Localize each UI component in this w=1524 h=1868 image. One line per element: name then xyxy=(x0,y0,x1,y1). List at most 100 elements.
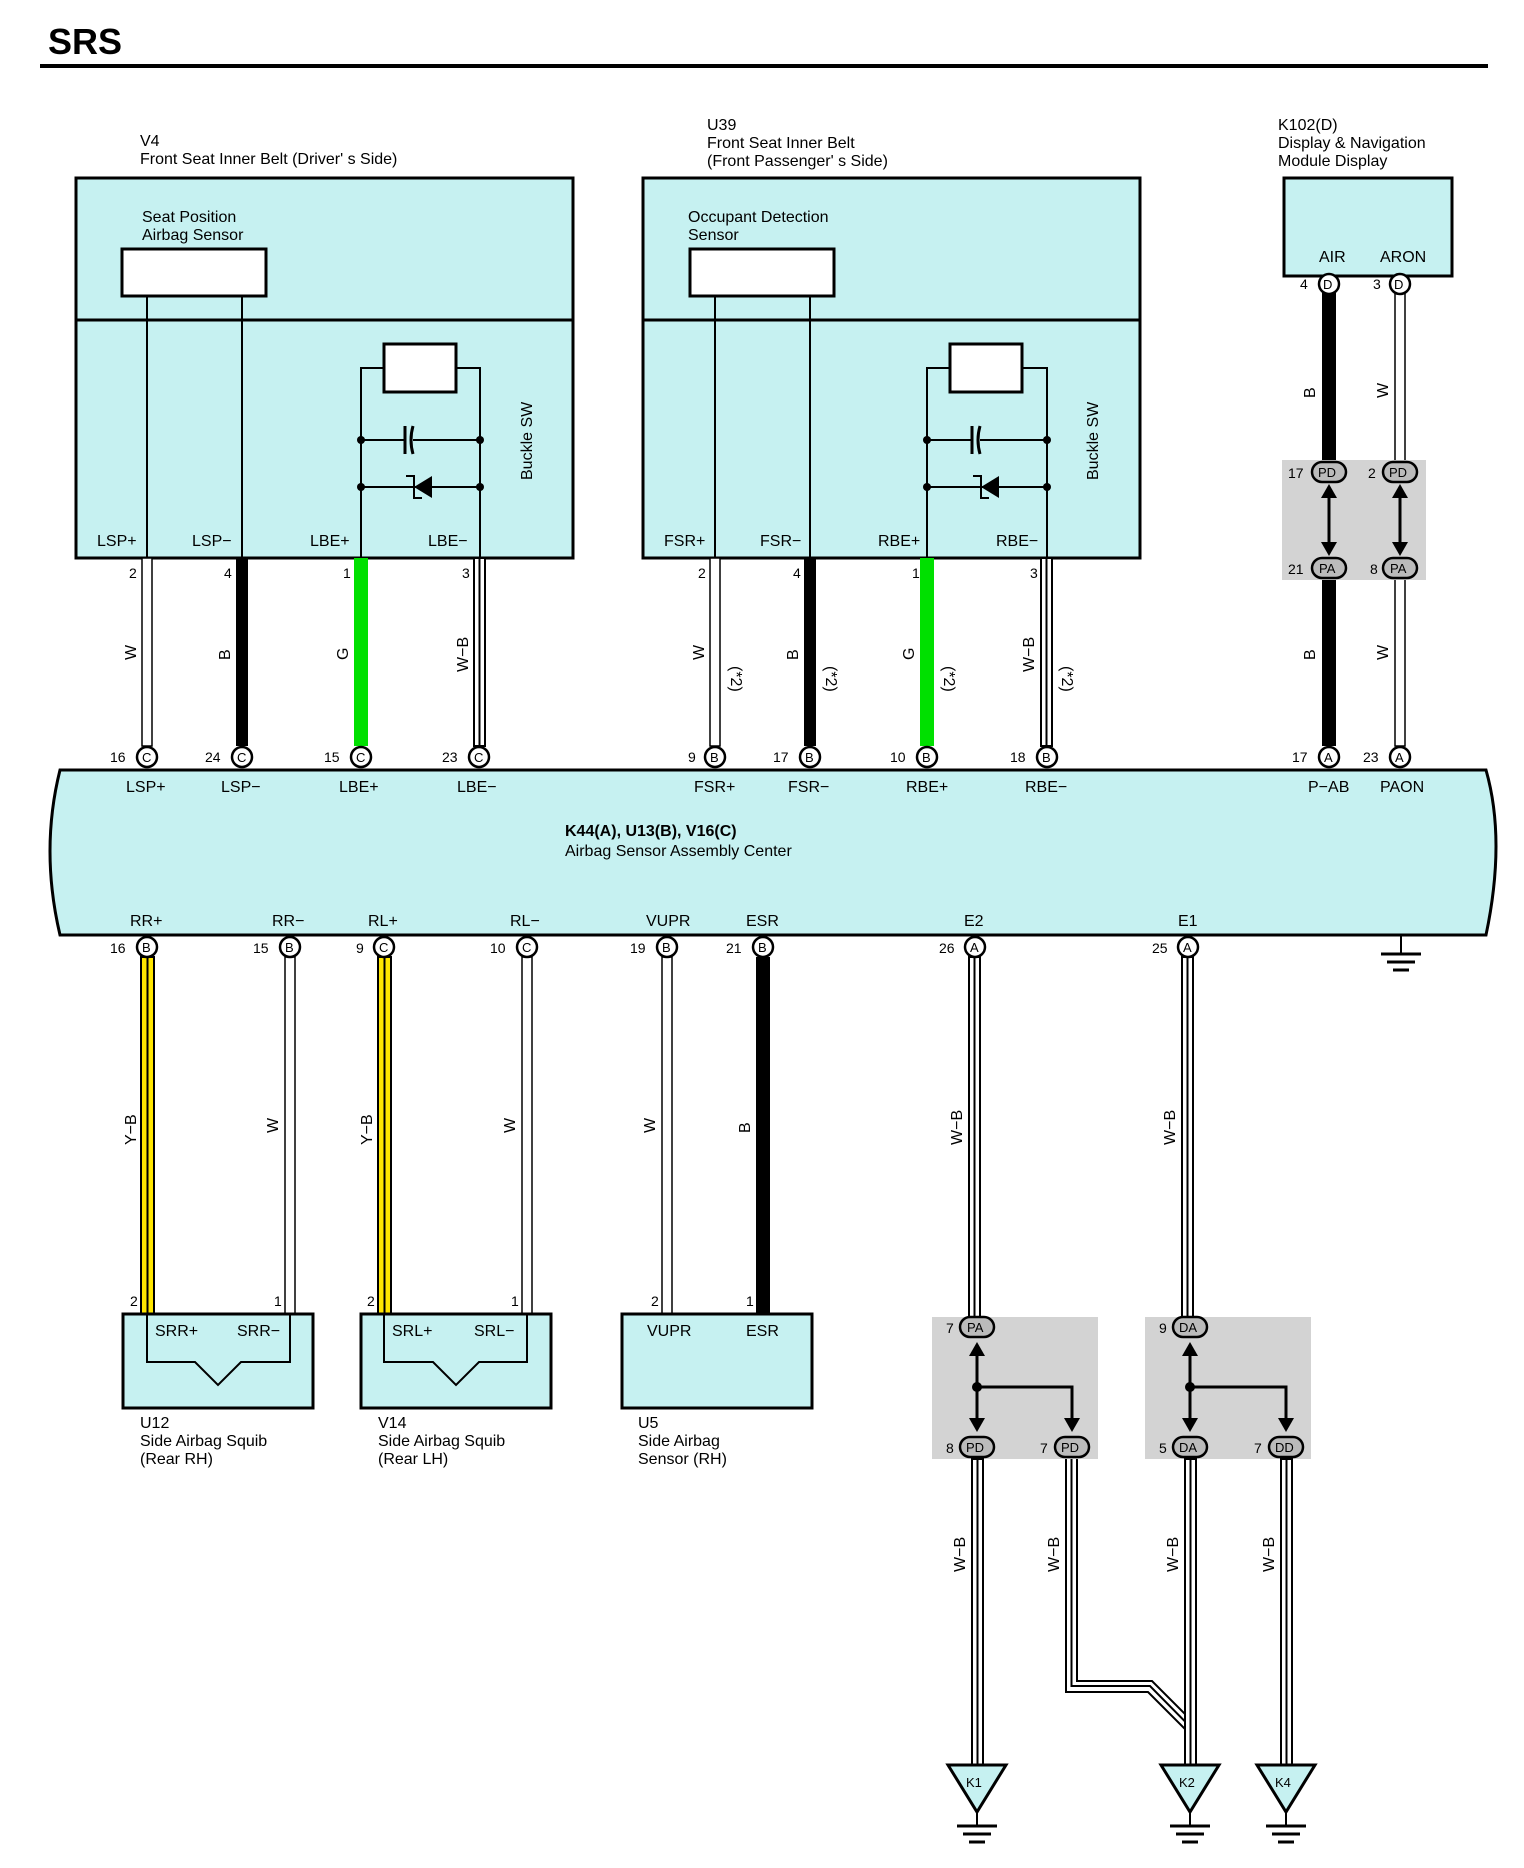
u12-pin-label: SRR− xyxy=(237,1323,280,1340)
wire-color-label: B xyxy=(1302,649,1319,660)
k102-id: K102(D) xyxy=(1278,117,1338,134)
center-conn: B xyxy=(285,940,294,955)
u5-pin-num: 1 xyxy=(746,1293,754,1309)
v4-sensor-label-1: Seat Position xyxy=(142,209,236,226)
center-conn: B xyxy=(662,940,671,955)
v14-pin-label: SRL− xyxy=(474,1323,514,1340)
ground-label: K2 xyxy=(1179,1775,1195,1790)
u39-pin-label: RBE− xyxy=(996,533,1038,550)
center-pin-num: 23 xyxy=(1363,749,1379,765)
center-conn: A xyxy=(1183,940,1192,955)
center-top-pin-label: LSP+ xyxy=(126,779,166,796)
center-conn: A xyxy=(970,940,979,955)
u39-name-1: Front Seat Inner Belt xyxy=(707,135,855,152)
center-conn: A xyxy=(1395,750,1404,765)
wire-color-label: W−B xyxy=(1261,1537,1278,1572)
center-conn: B xyxy=(758,940,767,955)
e1-junction-conn: DA xyxy=(1179,1320,1197,1335)
v14-name-1: Side Airbag Squib xyxy=(378,1433,505,1450)
wire-note: (*2) xyxy=(727,666,744,692)
center-conn: B xyxy=(142,940,151,955)
center-pin-num: 17 xyxy=(773,749,789,765)
center-conn: B xyxy=(805,750,814,765)
k102-name-1: Display & Navigation xyxy=(1278,135,1426,152)
center-top-pin-label: P−AB xyxy=(1308,779,1349,796)
center-conn: C xyxy=(474,750,483,765)
u39-pin-num: 3 xyxy=(1030,565,1038,581)
bottom-wire-labels: Y−B W Y−B W W B W−B W−B xyxy=(123,1110,1179,1145)
wire-color-label: W−B xyxy=(455,637,472,672)
wire-color-label: Y−B xyxy=(359,1114,376,1145)
center-bottom-pin-label: VUPR xyxy=(646,913,690,930)
k102-junction-conn: PA xyxy=(1319,561,1336,576)
u5-id: U5 xyxy=(638,1415,659,1432)
wire-color-label: G xyxy=(335,648,352,660)
v4-buckle-label: Buckle SW xyxy=(519,401,536,480)
u39-component: U39 Front Seat Inner Belt (Front Passeng… xyxy=(641,117,1142,581)
center-bottom-pin-label: RR+ xyxy=(130,913,162,930)
center-top-pin-label: FSR+ xyxy=(694,779,735,796)
e1-junction-num: 9 xyxy=(1159,1320,1167,1336)
e2-junction-num: 7 xyxy=(1040,1440,1048,1456)
k102-junction-num: 21 xyxy=(1288,561,1304,577)
wire-color-label: W xyxy=(265,1117,282,1133)
v14-name-2: (Rear LH) xyxy=(378,1451,448,1468)
wire-color-label: W xyxy=(123,644,140,660)
ground-wires: W−B W−B W−B W−B xyxy=(952,1458,1293,1766)
k102-component: K102(D) Display & Navigation Module Disp… xyxy=(1278,117,1454,278)
u39-pin-label: FSR− xyxy=(760,533,801,550)
wire-color-label: W−B xyxy=(1021,637,1038,672)
u39-pin-num: 4 xyxy=(793,565,801,581)
center-pin-num: 16 xyxy=(110,940,126,956)
v14-pin-num: 2 xyxy=(367,1293,375,1309)
center-name: Airbag Sensor Assembly Center xyxy=(565,843,792,860)
u12-name-1: Side Airbag Squib xyxy=(140,1433,267,1450)
wire-color-label: G xyxy=(901,648,918,660)
k102-junction-conn: PD xyxy=(1389,465,1407,480)
e1-junction-conn: DD xyxy=(1275,1440,1294,1455)
wire-color-label: B xyxy=(737,1122,754,1133)
u39-name-2: (Front Passenger' s Side) xyxy=(707,153,888,170)
k102-pin-num: 3 xyxy=(1373,276,1381,292)
wire-note: (*2) xyxy=(1058,666,1075,692)
k102-junction-num: 17 xyxy=(1288,465,1304,481)
wire-color-label: B xyxy=(1302,387,1319,398)
wire-color-label: W−B xyxy=(949,1110,966,1145)
wire-color-label: W−B xyxy=(952,1537,969,1572)
center-conn: C xyxy=(142,750,151,765)
center-top-pin-label: LBE+ xyxy=(339,779,379,796)
u5-pin-label: ESR xyxy=(746,1323,779,1340)
wire-color-label: W xyxy=(502,1117,519,1133)
center-pin-num: 9 xyxy=(356,940,364,956)
v4-pin-num: 3 xyxy=(462,565,470,581)
u12-component: SRR+ SRR− 2 1 U12 Side Airbag Squib (Rea… xyxy=(121,1293,315,1468)
k102-conn: D xyxy=(1394,277,1403,292)
ground-k2-icon: K2 xyxy=(1158,1763,1222,1844)
center-pin-num: 23 xyxy=(442,749,458,765)
wire-color-label: W xyxy=(642,1117,659,1133)
v14-pin-label: SRL+ xyxy=(392,1323,432,1340)
top-wire-labels: W B G W−B W B G W−B (*2) (*2) (*2) (*2) xyxy=(123,637,1075,692)
k102-connectors: D 4 D 3 B W B W xyxy=(1300,272,1412,660)
center-pin-num: 25 xyxy=(1152,940,1168,956)
wire-color-label: B xyxy=(785,649,802,660)
e1-junction: DA 9 DA 5 DD 7 xyxy=(1145,1315,1311,1459)
wire-color-label: W−B xyxy=(1162,1110,1179,1145)
center-conn: C xyxy=(522,940,531,955)
center-pin-num: 16 xyxy=(110,749,126,765)
k102-conn: D xyxy=(1323,277,1332,292)
wire-color-label: W xyxy=(1375,644,1392,660)
center-pin-num: 9 xyxy=(688,749,696,765)
center-bottom-connectors: B B C C B B A A 16 15 9 10 19 21 26 25 xyxy=(110,935,1200,959)
center-bottom-pin-label: RL− xyxy=(510,913,540,930)
u5-pin-label: VUPR xyxy=(647,1323,691,1340)
center-conn: A xyxy=(1324,750,1333,765)
u12-pin-num: 2 xyxy=(130,1293,138,1309)
center-pin-num: 24 xyxy=(205,749,221,765)
center-pin-num: 26 xyxy=(939,940,955,956)
e2-junction-conn: PA xyxy=(967,1320,984,1335)
center-conn: C xyxy=(237,750,246,765)
center-top-pin-label: PAON xyxy=(1380,779,1424,796)
center-conn: B xyxy=(710,750,719,765)
